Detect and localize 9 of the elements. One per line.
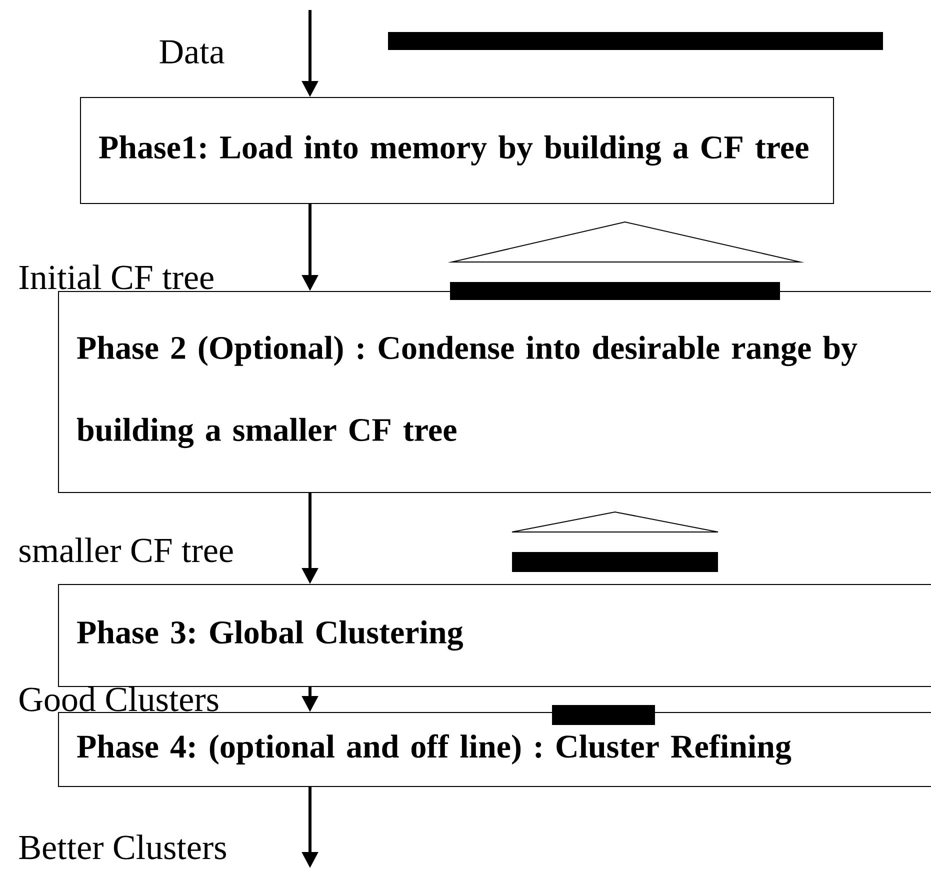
edge-label: smaller CF tree (20, 538, 233, 562)
process-box: Phase 4: (optional and off line) : Cluster Refining (58, 712, 931, 787)
process-box: Phase 2 (Optional) : Condense into desirable range by building a smaller CF tree (58, 291, 931, 493)
edge-label: Initial CF tree (19, 264, 214, 290)
edge-label: Good Clusters (20, 686, 218, 712)
edge-label: Better Clusters (19, 834, 226, 860)
process-box: Phase1: Load into memory by building a CF tree (80, 97, 834, 204)
process-box: Phase 3: Global Clustering (58, 584, 931, 687)
edge-label: Data (160, 40, 224, 64)
